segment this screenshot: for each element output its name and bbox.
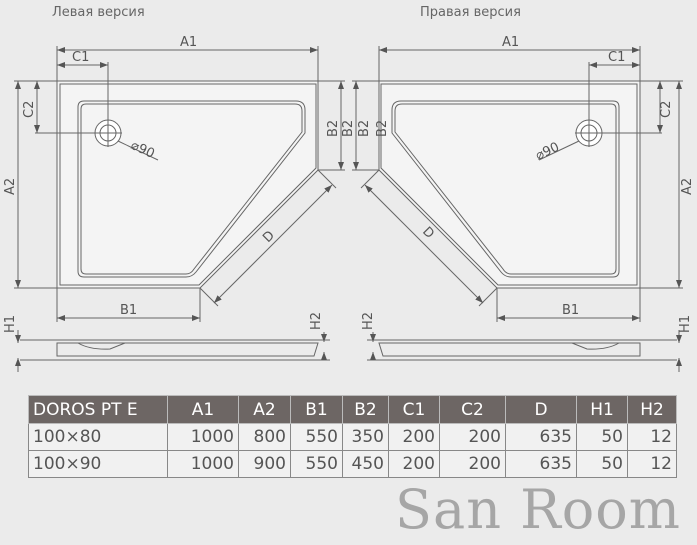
cell-d: 635 [505,423,577,451]
cell-h2: 12 [627,450,677,478]
cell-b2: 450 [342,450,389,478]
header-b1: B1 [290,395,343,424]
cell-c2: 200 [439,450,506,478]
header-model: DOROS PT E [28,395,168,424]
header-a2: A2 [238,395,291,424]
dim-h1-left: H1 [3,315,18,333]
dim-d-left: D [260,228,278,246]
table-header-row: DOROS PT E A1 A2 B1 B2 C1 C2 D H1 H2 [28,395,677,424]
dim-a1-left: A1 [180,35,197,50]
dim-b2-left: B2 [326,120,341,137]
cell-h1: 50 [576,450,628,478]
dim-c1-right: C1 [608,50,625,65]
dimensions-table: DOROS PT E A1 A2 B1 B2 C1 C2 D H1 H2 100… [28,395,677,478]
dim-a1-right: A1 [502,35,519,50]
cell-a2: 800 [238,423,291,451]
left-version-title: Левая версия [52,5,145,20]
dim-b2-right: B2 [357,120,372,137]
dim-h2-left: H2 [309,312,324,330]
cell-h2: 12 [627,423,677,451]
cell-c1: 200 [388,450,440,478]
cell-a2: 900 [238,450,291,478]
table-row: 100×80 1000 800 550 350 200 200 635 50 1… [28,423,677,451]
right-tray-drawing [352,46,683,372]
dim-b2-left-2: B2 [341,120,356,137]
header-h1: H1 [576,395,628,424]
header-a1: A1 [167,395,239,424]
cell-b2: 350 [342,423,389,451]
dim-h2-right: H2 [361,312,376,330]
header-b2: B2 [342,395,389,424]
dim-c2-left: C2 [22,101,37,118]
cell-a1: 1000 [167,423,239,451]
dim-h1-right: H1 [678,315,693,333]
cell-c2: 200 [439,423,506,451]
cell-model: 100×80 [28,423,168,451]
cell-model: 100×90 [28,450,168,478]
dim-b1-right: B1 [562,303,579,318]
watermark: San Room [395,478,682,541]
drawings: A1 C1 A2 C2 B2 B2 B1 D ⌀90 H1 H2 A1 C1 A… [3,35,695,390]
dim-b1-left: B1 [120,303,137,318]
dim-c1-left: C1 [72,50,89,65]
dim-a2-right: A2 [680,178,695,195]
table-row: 100×90 1000 900 550 450 200 200 635 50 1… [28,450,677,478]
dim-d-right: D [419,224,437,242]
header-c2: C2 [439,395,506,424]
cell-h1: 50 [576,423,628,451]
header-d: D [505,395,577,424]
left-tray-drawing [14,46,345,372]
dim-a2-left: A2 [3,178,18,195]
header-c1: C1 [388,395,440,424]
right-version-title: Правая версия [420,5,521,20]
header-h2: H2 [627,395,677,424]
dim-b2-right-2: B2 [375,120,390,137]
cell-b1: 550 [290,423,343,451]
cell-b1: 550 [290,450,343,478]
cell-a1: 1000 [167,450,239,478]
cell-d: 635 [505,450,577,478]
dim-c2-right: C2 [659,101,674,118]
cell-c1: 200 [388,423,440,451]
